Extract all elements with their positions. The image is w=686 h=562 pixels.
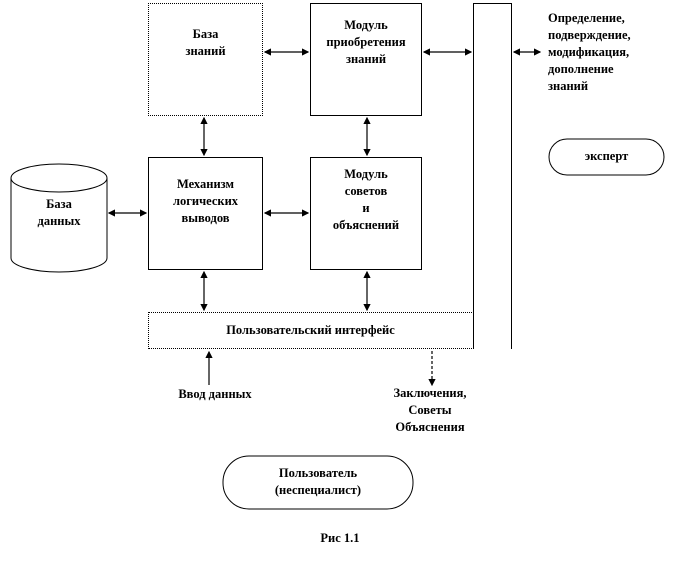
- database-cylinder: [10, 163, 108, 273]
- knowledge-base-label: База знаний: [185, 27, 226, 58]
- inference-engine-label: Механизм логических выводов: [172, 177, 239, 225]
- expert-pill: [548, 138, 665, 176]
- inference-engine-box: [148, 157, 263, 270]
- advice-module-box: [310, 157, 422, 270]
- outputs-label: Заключения, Советы Объяснения: [393, 386, 467, 434]
- user-interface-label: Пользовательский интерфейс: [226, 323, 395, 337]
- user-interface-box: [148, 312, 512, 349]
- acquisition-module-label: Модуль приобретения знаний: [326, 18, 406, 66]
- ui-bar-join: [474, 312, 511, 348]
- vertical-connector-bar: [473, 3, 512, 349]
- user-pill: [222, 455, 414, 510]
- acquisition-module-box: [310, 3, 422, 116]
- advice-module-label: Модуль советов и объяснений: [332, 167, 400, 232]
- knowledge-base-box: [148, 3, 263, 116]
- user-label: Пользователь (неспециалист): [274, 466, 362, 497]
- database-label: База данных: [37, 197, 81, 228]
- expert-actions-label: Определение, подверждение, модификация, …: [548, 11, 631, 93]
- data-input-label: Ввод данных: [178, 387, 252, 401]
- figure-caption: Рис 1.1: [320, 531, 360, 545]
- expert-label: эксперт: [584, 149, 629, 163]
